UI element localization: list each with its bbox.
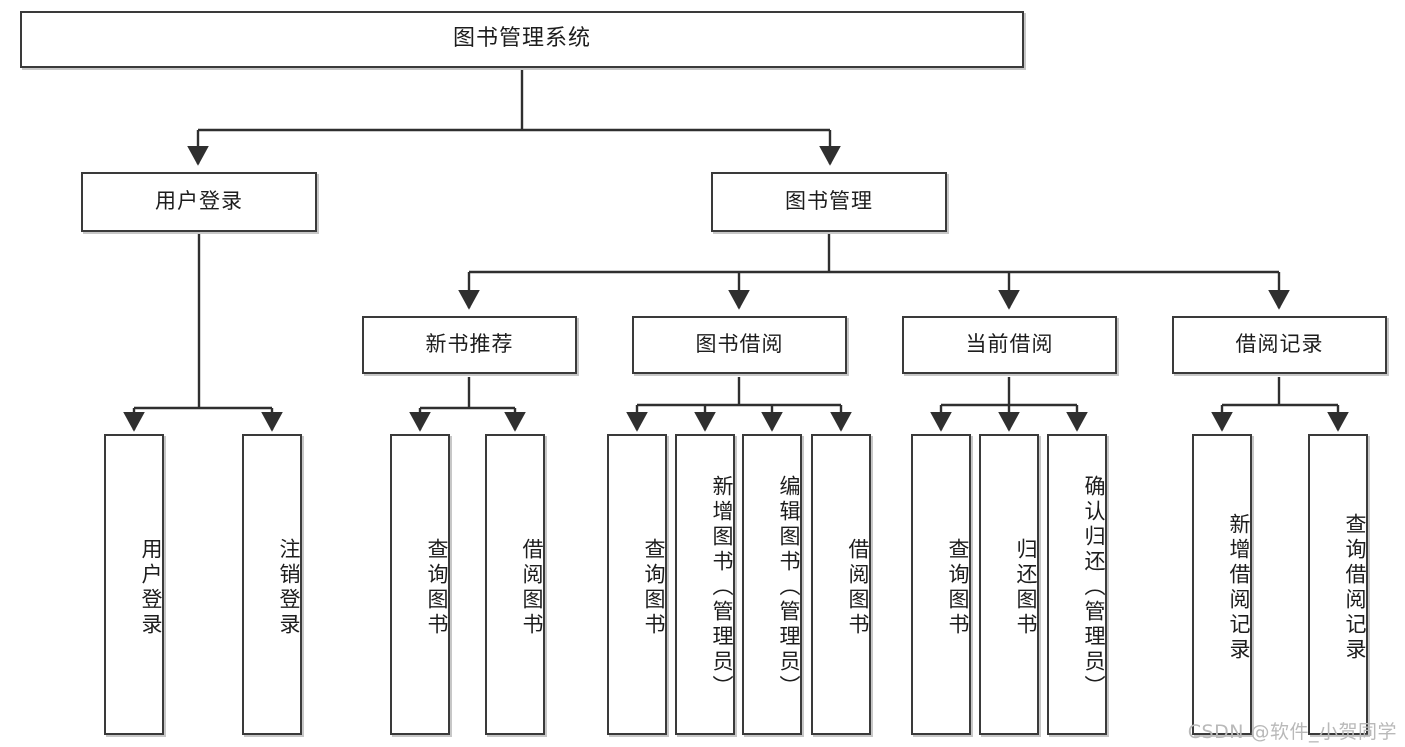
leaf-user-login[interactable]: 用户登录 xyxy=(104,434,164,735)
leaf-borrow-book-2[interactable]: 借阅图书 xyxy=(811,434,871,735)
leaf-query-book-3-label: 查询图书 xyxy=(946,537,970,638)
leaf-return-book[interactable]: 归还图书 xyxy=(979,434,1039,735)
leaf-query-book-1-label: 查询图书 xyxy=(425,537,449,638)
leaf-edit-book[interactable]: 编辑图书（管理员） xyxy=(742,434,802,735)
leaf-query-book-1[interactable]: 查询图书 xyxy=(390,434,450,735)
node-root-label: 图书管理系统 xyxy=(452,26,591,52)
leaf-borrow-book-1[interactable]: 借阅图书 xyxy=(485,434,545,735)
leaf-add-book-label: 新增图书（管理员） xyxy=(710,475,734,700)
leaf-confirm-return-label: 确认归还（管理员） xyxy=(1082,475,1106,700)
node-new-book-recommend[interactable]: 新书推荐 xyxy=(362,316,577,374)
leaf-user-login-label: 用户登录 xyxy=(139,537,163,638)
leaf-add-record[interactable]: 新增借阅记录 xyxy=(1192,434,1252,735)
leaf-query-record[interactable]: 查询借阅记录 xyxy=(1308,434,1368,735)
node-book-manage[interactable]: 图书管理 xyxy=(711,172,947,232)
leaf-query-book-2-label: 查询图书 xyxy=(642,537,666,638)
leaf-query-record-label: 查询借阅记录 xyxy=(1343,512,1367,663)
leaf-borrow-book-1-label: 借阅图书 xyxy=(520,537,544,638)
node-root[interactable]: 图书管理系统 xyxy=(20,11,1024,68)
leaf-add-book[interactable]: 新增图书（管理员） xyxy=(675,434,735,735)
node-current-borrow[interactable]: 当前借阅 xyxy=(902,316,1117,374)
node-book-borrow[interactable]: 图书借阅 xyxy=(632,316,847,374)
leaf-query-book-2[interactable]: 查询图书 xyxy=(607,434,667,735)
leaf-edit-book-label: 编辑图书（管理员） xyxy=(777,475,801,700)
node-borrow-record-label: 借阅记录 xyxy=(1235,332,1324,357)
node-user-login[interactable]: 用户登录 xyxy=(81,172,317,232)
leaf-logout[interactable]: 注销登录 xyxy=(242,434,302,735)
leaf-logout-label: 注销登录 xyxy=(277,537,301,638)
leaf-add-record-label: 新增借阅记录 xyxy=(1227,512,1251,663)
node-user-login-label: 用户登录 xyxy=(155,189,243,214)
node-book-borrow-label: 图书借阅 xyxy=(695,332,784,357)
node-new-book-recommend-label: 新书推荐 xyxy=(425,332,514,357)
leaf-borrow-book-2-label: 借阅图书 xyxy=(846,537,870,638)
leaf-return-book-label: 归还图书 xyxy=(1014,537,1038,638)
node-book-manage-label: 图书管理 xyxy=(785,189,873,214)
node-borrow-record[interactable]: 借阅记录 xyxy=(1172,316,1387,374)
node-current-borrow-label: 当前借阅 xyxy=(965,332,1054,357)
leaf-confirm-return[interactable]: 确认归还（管理员） xyxy=(1047,434,1107,735)
leaf-query-book-3[interactable]: 查询图书 xyxy=(911,434,971,735)
watermark: CSDN @软件_小贺同学 xyxy=(1187,721,1397,743)
